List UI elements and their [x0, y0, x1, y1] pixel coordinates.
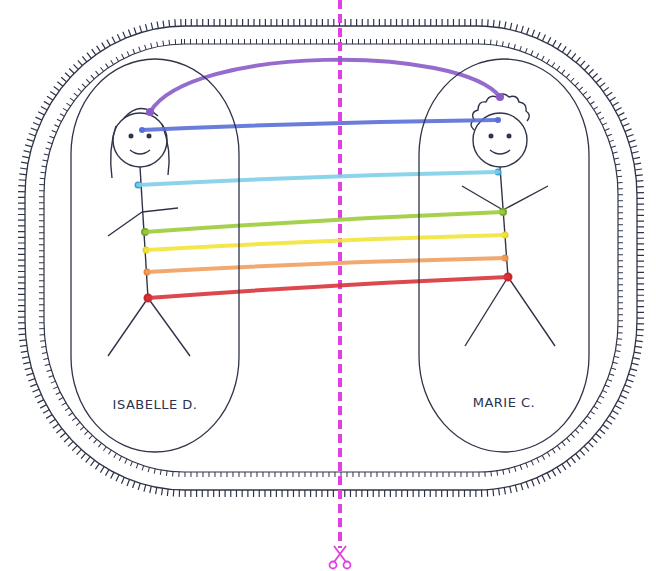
aura-hatching — [25, 26, 637, 490]
aura-oval: ISABELLE D. — [70, 58, 240, 453]
energy-cord — [147, 258, 505, 272]
aura-oval: MARIE C. — [418, 58, 590, 453]
person-name: MARIE C. — [470, 394, 539, 411]
cut-line — [338, 0, 342, 548]
energy-cord — [146, 235, 505, 250]
aura-outline — [25, 26, 637, 490]
aura-inner-outline — [44, 44, 618, 472]
energy-cord — [148, 277, 508, 298]
person-name: ISABELLE D. — [110, 396, 201, 413]
scissors-symbol — [330, 546, 351, 569]
energy-cord — [138, 172, 498, 185]
oval-outline — [418, 58, 590, 453]
aura-inner-hatching — [44, 44, 618, 472]
oval-outline — [70, 58, 240, 453]
energy-cord — [142, 120, 498, 130]
chakra-dots — [135, 93, 513, 303]
stick-figure — [462, 94, 555, 346]
energy-cord — [150, 60, 500, 112]
energy-cord — [145, 212, 503, 232]
